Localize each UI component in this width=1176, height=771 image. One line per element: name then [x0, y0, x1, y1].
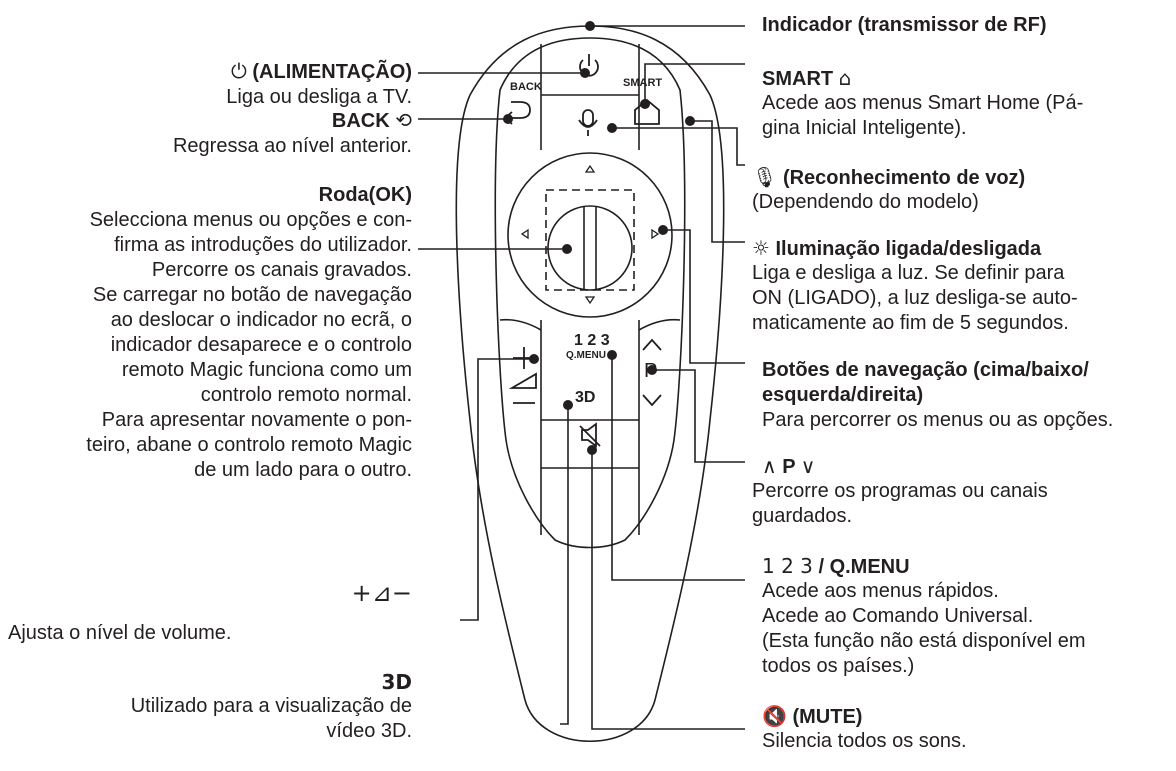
- channel-up-icon[interactable]: [642, 338, 662, 351]
- volume-icon: [508, 372, 537, 389]
- wheel-desc-line: firma as introduções do utilizador.: [114, 234, 412, 256]
- wheel-desc-line: Selecciona menus ou opções e con-: [89, 209, 412, 231]
- qmenu-label: 1 2 3 / Q.MENU: [762, 554, 910, 578]
- smart-desc-line: Acede aos menus Smart Home (Pá-: [762, 92, 1084, 114]
- mute-label: 🔇 (MUTE): [762, 704, 863, 728]
- voice-label: 🎙 (Reconhecimento de voz): [752, 165, 1026, 189]
- program-desc-line: Percorre os programas ou canais: [752, 480, 1048, 502]
- voice-desc: (Dependendo do modelo): [752, 191, 979, 213]
- light-bulb-icon-label: ☼: [752, 236, 770, 260]
- microphone-icon-label: 🎙: [752, 165, 778, 189]
- volume-symbols: +⊿−: [300, 581, 412, 606]
- nav-left-arrow[interactable]: [520, 228, 529, 240]
- channel-down-icon[interactable]: [642, 394, 662, 407]
- wheel-desc-line: controlo remoto normal.: [200, 384, 412, 406]
- wheel-desc-line: indicador desaparece e o controlo: [110, 334, 412, 356]
- remote-back-label: BACK: [510, 81, 542, 93]
- program-label: ∧ P ∨: [762, 454, 816, 478]
- 3d-desc-line: Utilizado para a visualização de: [130, 695, 412, 717]
- remote-p-label: P: [644, 360, 657, 382]
- back-arrow-icon[interactable]: [503, 101, 531, 125]
- power-icon[interactable]: [579, 59, 599, 77]
- nav-down-arrow[interactable]: [584, 296, 596, 305]
- wheel-desc-line: Percorre os canais gravados.: [151, 259, 412, 281]
- power-desc: Liga ou desliga a TV.: [226, 86, 412, 108]
- home-icon-label: ⌂: [838, 66, 852, 90]
- light-desc-line: ON (LIGADO), a luz desliga-se auto-: [752, 287, 1078, 309]
- nav-up-arrow[interactable]: [584, 164, 596, 173]
- smart-desc-line: gina Inicial Inteligente).: [762, 117, 967, 139]
- navigation-ring[interactable]: [507, 152, 673, 318]
- channel-up-icon-label: ∧: [762, 454, 777, 478]
- remote-smart-label: SMART: [623, 77, 662, 89]
- wheel-desc-line: remoto Magic funciona como um: [121, 359, 412, 381]
- wheel-desc-line: ao deslocar o indicador no ecrã, o: [110, 309, 412, 331]
- program-desc-line: guardados.: [752, 505, 853, 527]
- wheel-title: Roda(OK): [318, 184, 412, 206]
- indicator-label: Indicador (transmissor de RF): [762, 14, 1047, 36]
- power-label: ⏻ (ALIMENTAÇÃO): [231, 59, 412, 83]
- home-icon[interactable]: [634, 98, 660, 125]
- remote-body: [455, 25, 725, 742]
- nav-title-line: esquerda/direita): [762, 384, 924, 406]
- volume-desc: Ajusta o nível de volume.: [8, 622, 232, 644]
- wheel-desc-line: de um lado para o outro.: [194, 459, 412, 481]
- wheel-ok[interactable]: [547, 205, 633, 291]
- light-desc-line: Liga e desliga a luz. Se definir para: [752, 262, 1065, 284]
- 3d-desc-line: vídeo 3D.: [326, 720, 412, 742]
- power-icon-label: ⏻: [231, 59, 247, 83]
- wheel-desc-line: Para apresentar novamente o pon-: [101, 409, 412, 431]
- remote-3d-label: 3D: [575, 389, 595, 406]
- remote-panel: [494, 37, 686, 549]
- microphone-icon[interactable]: [582, 109, 594, 127]
- volume-icon-label: +⊿−: [351, 579, 412, 607]
- remote-qmenu-label: Q.MENU: [566, 350, 606, 361]
- smart-label: SMART ⌂: [762, 66, 852, 90]
- nav-right-arrow[interactable]: [651, 228, 660, 240]
- light-label: ☼ Iluminação ligada/desligada: [752, 236, 1042, 260]
- back-arrow-icon-label: ⟲: [395, 108, 412, 132]
- qmenu-desc-line: Acede ao Comando Universal.: [762, 605, 1034, 627]
- mute-icon[interactable]: [581, 422, 597, 448]
- numbers-icon-label: 1 2 3: [762, 554, 813, 578]
- 3d-symbol: 3D: [300, 670, 412, 696]
- qmenu-desc-line: todos os países.): [762, 655, 915, 677]
- mute-desc: Silencia todos os sons.: [762, 730, 967, 752]
- channel-down-icon-label: ∨: [800, 454, 816, 478]
- light-desc-line: maticamente ao fim de 5 segundos.: [752, 312, 1069, 334]
- wheel-desc: Selecciona menus ou opções e con- firma …: [0, 208, 412, 483]
- back-desc: Regressa ao nível anterior.: [172, 135, 412, 157]
- 3d-icon: 3D: [381, 670, 412, 694]
- nav-desc: Para percorrer os menus ou as opções.: [762, 409, 1114, 431]
- back-label: BACK ⟲: [331, 108, 412, 132]
- qmenu-desc-line: Acede aos menus rápidos.: [762, 580, 999, 602]
- remote-numbers-label: 1 2 3: [574, 332, 610, 349]
- wheel-desc-line: teiro, abane o controlo remoto Magic: [86, 434, 412, 456]
- mute-icon-label: 🔇: [762, 704, 787, 728]
- qmenu-desc-line: (Esta função não está disponível em: [762, 630, 1086, 652]
- nav-title-line: Botões de navegação (cima/baixo/: [762, 359, 1089, 381]
- wheel-desc-line: Se carregar no botão de navegação: [92, 284, 412, 306]
